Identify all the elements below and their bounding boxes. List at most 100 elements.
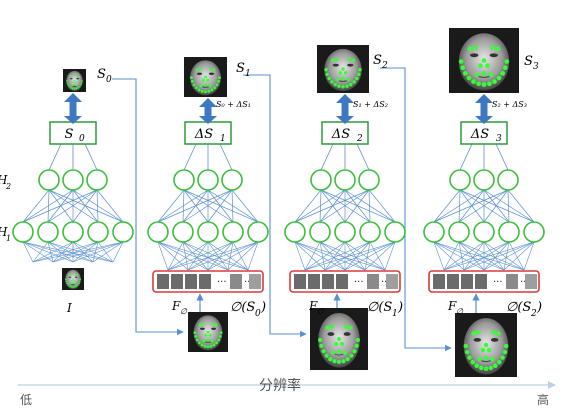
hidden-node-h1 xyxy=(197,221,219,243)
edge xyxy=(207,189,234,223)
hidden-node-h1 xyxy=(423,221,445,243)
output-box-sub: 3 xyxy=(496,134,502,144)
hidden-node-h1 xyxy=(284,221,306,243)
edge xyxy=(157,189,209,223)
edge xyxy=(231,189,234,223)
landmark-point xyxy=(210,88,214,92)
landmark-point xyxy=(71,84,74,87)
face-eye xyxy=(347,63,354,67)
hidden-node-h2 xyxy=(497,169,519,191)
landmark-point xyxy=(357,72,361,77)
landmark-point xyxy=(70,75,73,77)
face-eye xyxy=(76,77,80,80)
feature-label: F xyxy=(171,299,181,313)
landmark-point xyxy=(79,84,82,86)
edge xyxy=(369,241,386,271)
landmark-point xyxy=(73,279,75,282)
edge xyxy=(182,241,189,271)
phi-label-close: ) xyxy=(260,300,266,315)
feature-label-sub: ∅ xyxy=(317,307,325,316)
landmark-point xyxy=(487,81,492,87)
edge xyxy=(207,189,233,223)
landmark-point xyxy=(76,284,79,286)
edge xyxy=(47,241,114,263)
landmark-point xyxy=(319,343,324,348)
phi-label: ∅(S xyxy=(367,300,392,315)
ellipsis: ··· xyxy=(381,277,391,288)
edge xyxy=(344,241,396,271)
edge xyxy=(463,241,510,271)
edge xyxy=(344,189,371,223)
output-box-label: ΔS xyxy=(194,127,213,142)
axis-title: 分辨率 xyxy=(259,377,301,394)
edge xyxy=(92,241,99,263)
edge xyxy=(72,189,124,223)
landmark-point xyxy=(345,84,349,88)
landmark-point xyxy=(217,80,221,83)
edge xyxy=(183,189,209,223)
landmark-point xyxy=(334,341,339,347)
landmark-point xyxy=(358,68,362,72)
shape-label: S xyxy=(524,54,533,69)
edge xyxy=(503,241,535,271)
landmark-point xyxy=(329,324,335,329)
landmark-point xyxy=(78,75,80,78)
landmark-point xyxy=(336,359,342,365)
edge xyxy=(227,241,259,271)
edge xyxy=(167,241,234,271)
landmark-point xyxy=(218,76,221,80)
landmark-point xyxy=(504,59,510,64)
landmark-point xyxy=(210,339,214,343)
phi-label-sub: 0 xyxy=(255,309,261,319)
landmark-point xyxy=(341,76,345,81)
landmark-point xyxy=(204,333,208,337)
edge xyxy=(495,143,509,171)
landmark-point xyxy=(73,88,76,90)
landmark-point xyxy=(76,274,79,276)
edge xyxy=(231,189,259,223)
landmark-point xyxy=(321,349,326,354)
hidden-node-h2 xyxy=(62,169,84,191)
landmark-point xyxy=(471,331,476,336)
landmark-point xyxy=(503,343,509,349)
edge xyxy=(433,241,445,271)
hidden-node-h2 xyxy=(38,169,60,191)
landmark-point xyxy=(354,343,359,348)
edge xyxy=(52,241,74,263)
landmark-point xyxy=(328,357,333,362)
network-edges xyxy=(22,143,535,271)
edge xyxy=(294,189,322,223)
landmark-point xyxy=(348,325,353,330)
ellipsis: ··· xyxy=(244,277,254,288)
edge xyxy=(72,241,124,263)
landmark-point xyxy=(480,347,486,353)
landmark-point xyxy=(332,359,337,364)
edge xyxy=(22,189,50,223)
edge xyxy=(344,189,396,223)
face-eye xyxy=(208,72,215,76)
update-arrow-tail xyxy=(475,116,493,124)
edge xyxy=(32,241,124,263)
landmark-point xyxy=(497,360,502,365)
edge xyxy=(368,189,371,223)
update-arrow xyxy=(341,101,349,118)
face-estimate-1 xyxy=(184,57,227,97)
edge xyxy=(157,241,169,271)
landmark-point xyxy=(335,57,339,62)
landmark-point xyxy=(345,357,350,362)
landmark-point xyxy=(70,87,72,89)
edge xyxy=(459,189,535,223)
hidden-node-h1 xyxy=(334,221,356,243)
edge xyxy=(319,241,326,271)
edge xyxy=(324,241,346,271)
edge xyxy=(304,241,396,271)
landmark-point xyxy=(79,278,81,281)
landmark-point xyxy=(341,67,345,71)
hidden-node-h2 xyxy=(334,169,356,191)
hidden-node-h1 xyxy=(247,221,269,243)
face-eye xyxy=(490,337,499,342)
edge xyxy=(458,241,465,271)
edge xyxy=(364,241,371,271)
landmark-point xyxy=(68,85,71,88)
landmark-point xyxy=(197,341,201,345)
